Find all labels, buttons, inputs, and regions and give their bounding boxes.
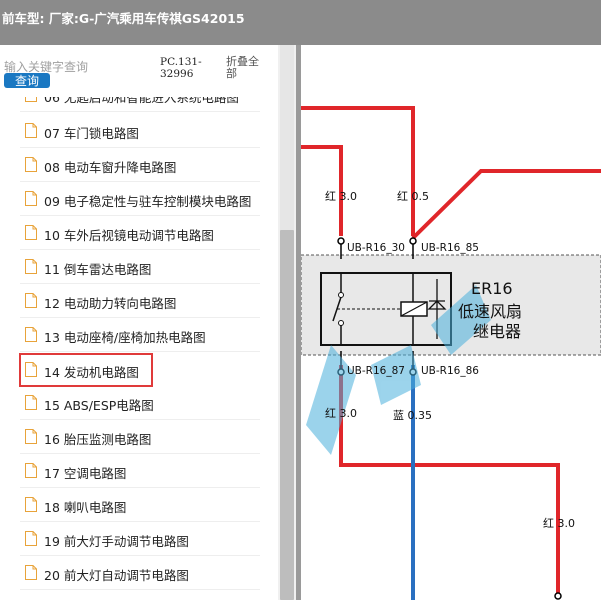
pin-marker-85	[409, 237, 417, 245]
pin-leads	[340, 244, 414, 369]
list-item[interactable]: 07 车门锁电路图	[20, 115, 260, 148]
document-icon	[25, 191, 37, 206]
pin-label-86: UB-R16_86	[421, 365, 479, 377]
document-icon	[25, 327, 37, 342]
document-icon	[25, 293, 37, 308]
list-item-label: 11 倒车雷达电路图	[44, 262, 152, 277]
wire-label-4: 蓝 0.35	[393, 409, 432, 422]
pin-label-87: UB-R16_87	[347, 365, 405, 377]
wire-red-4	[339, 365, 560, 593]
pin-marker-bottom	[554, 592, 562, 600]
list-item[interactable]: 11 倒车雷达电路图	[20, 251, 260, 284]
wire-red-2	[301, 106, 415, 236]
document-icon	[25, 497, 37, 512]
document-icon	[25, 259, 37, 274]
document-icon	[25, 225, 37, 240]
wire-label-5: 红 3.0	[543, 517, 575, 530]
list-item-label: 07 车门锁电路图	[44, 126, 139, 141]
document-icon	[25, 531, 37, 546]
list-item-label: 20 前大灯自动调节电路图	[44, 568, 189, 583]
list-item[interactable]: 17 空调电路图	[20, 455, 260, 488]
document-code: PC.131-32996	[160, 56, 202, 80]
list-item-label: 17 空调电路图	[44, 466, 127, 481]
relay-name-line2: 继电器	[473, 322, 521, 341]
list-item-label: 13 电动座椅/座椅加热电路图	[44, 330, 206, 345]
document-icon	[25, 157, 37, 172]
switch-contact-bottom	[338, 320, 344, 326]
list-item[interactable]: 12 电动助力转向电路图	[20, 285, 260, 318]
circuit-list: 06 无匙启动和智能进入系统电路图 07 车门锁电路图 08 电动车窗升降电路图…	[0, 97, 278, 600]
list-scrollbar[interactable]	[278, 45, 296, 600]
document-icon	[25, 97, 37, 102]
list-item-label: 16 胎压监测电路图	[44, 432, 152, 447]
relay-code: ER16	[471, 279, 513, 298]
document-icon	[25, 463, 37, 478]
list-item[interactable]: 18 喇叭电路图	[20, 489, 260, 522]
pin-marker-30	[337, 237, 345, 245]
wire-red-3	[411, 169, 601, 240]
collapse-all-button[interactable]: 折叠全部	[226, 55, 259, 80]
list-item[interactable]: 20 前大灯自动调节电路图	[20, 557, 260, 590]
document-icon	[25, 362, 37, 377]
list-item[interactable]: 08 电动车窗升降电路图	[20, 149, 260, 182]
search-button[interactable]: 查询	[4, 73, 50, 88]
scrollbar-thumb[interactable]	[280, 230, 294, 600]
list-item-label: 15 ABS/ESP电路图	[44, 398, 154, 413]
document-icon	[25, 123, 37, 138]
panel-splitter[interactable]	[296, 45, 301, 600]
relay-name-line1: 低速风扇	[458, 302, 522, 321]
coil-slash	[400, 301, 428, 317]
wire-label-1: 红 3.0	[325, 190, 357, 203]
document-icon	[25, 565, 37, 580]
title-bar: 前车型: 厂家:G-广汽乘用车传祺GS42015	[0, 0, 601, 45]
list-item[interactable]: 16 胎压监测电路图	[20, 421, 260, 454]
list-item-label: 19 前大灯手动调节电路图	[44, 534, 189, 549]
window-title: 前车型: 厂家:G-广汽乘用车传祺GS42015	[2, 11, 245, 26]
list-item[interactable]: 10 车外后视镜电动调节电路图	[20, 217, 260, 250]
list-item[interactable]: 13 电动座椅/座椅加热电路图	[20, 319, 260, 352]
list-item[interactable]: 06 无匙启动和智能进入系统电路图	[20, 97, 260, 112]
search-input[interactable]	[4, 58, 154, 76]
list-item-label: 09 电子稳定性与驻车控制模块电路图	[44, 194, 252, 209]
pin-label-30: UB-R16_30	[347, 242, 405, 254]
document-icon	[25, 395, 37, 410]
list-item-label: 06 无匙启动和智能进入系统电路图	[44, 97, 239, 105]
list-item-label: 14 发动机电路图	[44, 365, 139, 380]
watermark-graphic	[306, 285, 491, 455]
list-item-selected[interactable]: 14 发动机电路图	[19, 353, 153, 387]
list-item[interactable]: 15 ABS/ESP电路图	[20, 387, 260, 420]
list-item[interactable]: 19 前大灯手动调节电路图	[20, 523, 260, 556]
list-item-label: 10 车外后视镜电动调节电路图	[44, 228, 214, 243]
pin-label-85: UB-R16_85	[421, 242, 479, 254]
switch-contact-top	[338, 292, 344, 298]
list-item-label: 12 电动助力转向电路图	[44, 296, 177, 311]
wire-label-3: 红 3.0	[325, 407, 357, 420]
list-item-label: 08 电动车窗升降电路图	[44, 160, 177, 175]
list-item-label: 18 喇叭电路图	[44, 500, 127, 515]
document-icon	[25, 429, 37, 444]
wiring-diagram[interactable]: 红 3.0 红 0.5 UB-R16_30 UB-R16_85 UB-R16_8…	[301, 45, 601, 600]
left-panel: 查询 PC.131-32996 折叠全部 06 无匙启动和智能进入系统电路图 0…	[0, 45, 296, 600]
wire-label-2: 红 0.5	[397, 190, 429, 203]
diagram-canvas: 红 3.0 红 0.5 UB-R16_30 UB-R16_85 UB-R16_8…	[301, 106, 601, 600]
wire-red-1	[301, 145, 343, 236]
list-item[interactable]: 09 电子稳定性与驻车控制模块电路图	[20, 183, 260, 216]
